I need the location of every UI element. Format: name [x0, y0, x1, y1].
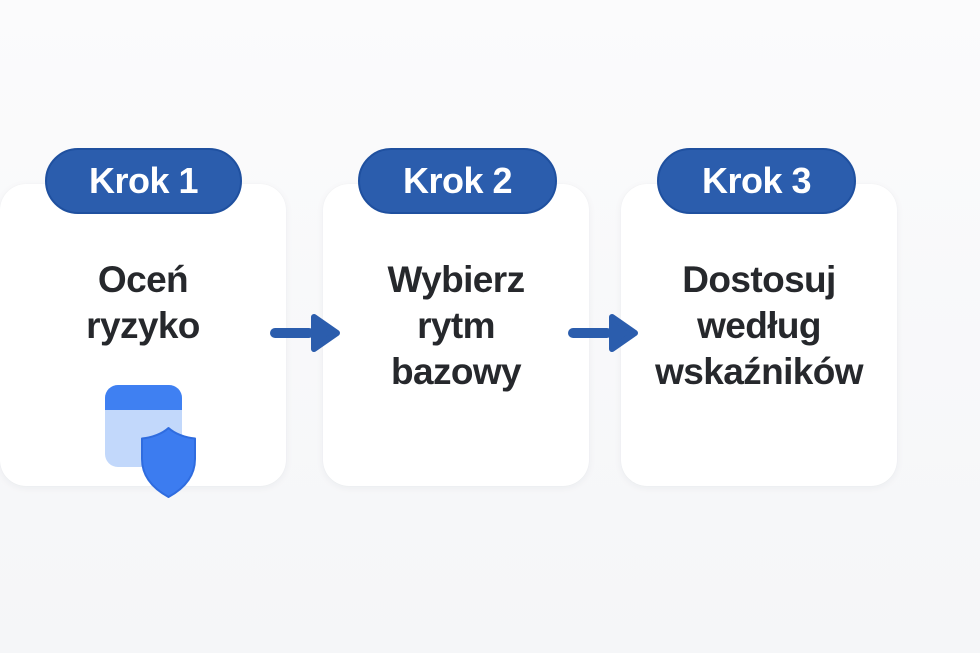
step-3-badge-label: Krok 3	[701, 160, 812, 201]
step-3-badge: Krok 3	[657, 148, 856, 214]
step-3-title: Dostosuj według wskaźników	[621, 257, 897, 395]
step-3-title-line: według	[697, 305, 821, 346]
step-1-title-line: Oceń	[97, 259, 189, 300]
step-2-title-line: bazowy	[390, 351, 522, 392]
step-2-title: Wybierz rytm bazowy	[323, 257, 589, 395]
shield-icon	[141, 427, 196, 498]
step-1-title-line: ryzyko	[86, 305, 200, 346]
step-2-badge: Krok 2	[358, 148, 557, 214]
step-2-card	[323, 184, 589, 486]
arrow-right-icon	[270, 314, 340, 352]
step-1-badge-label: Krok 1	[88, 160, 199, 201]
step-2-title-line: Wybierz	[387, 259, 526, 300]
arrow-right-icon	[568, 314, 638, 352]
window-icon-header	[105, 385, 182, 410]
step-3-card	[621, 184, 897, 486]
step-3-title-line: wskaźników	[655, 351, 863, 392]
step-1-title: Oceń ryzyko	[0, 257, 286, 349]
step-1-badge: Krok 1	[45, 148, 242, 214]
step-2-badge-label: Krok 2	[402, 160, 513, 201]
step-2-title-line: rytm	[417, 305, 495, 346]
step-3-title-line: Dostosuj	[682, 259, 836, 300]
